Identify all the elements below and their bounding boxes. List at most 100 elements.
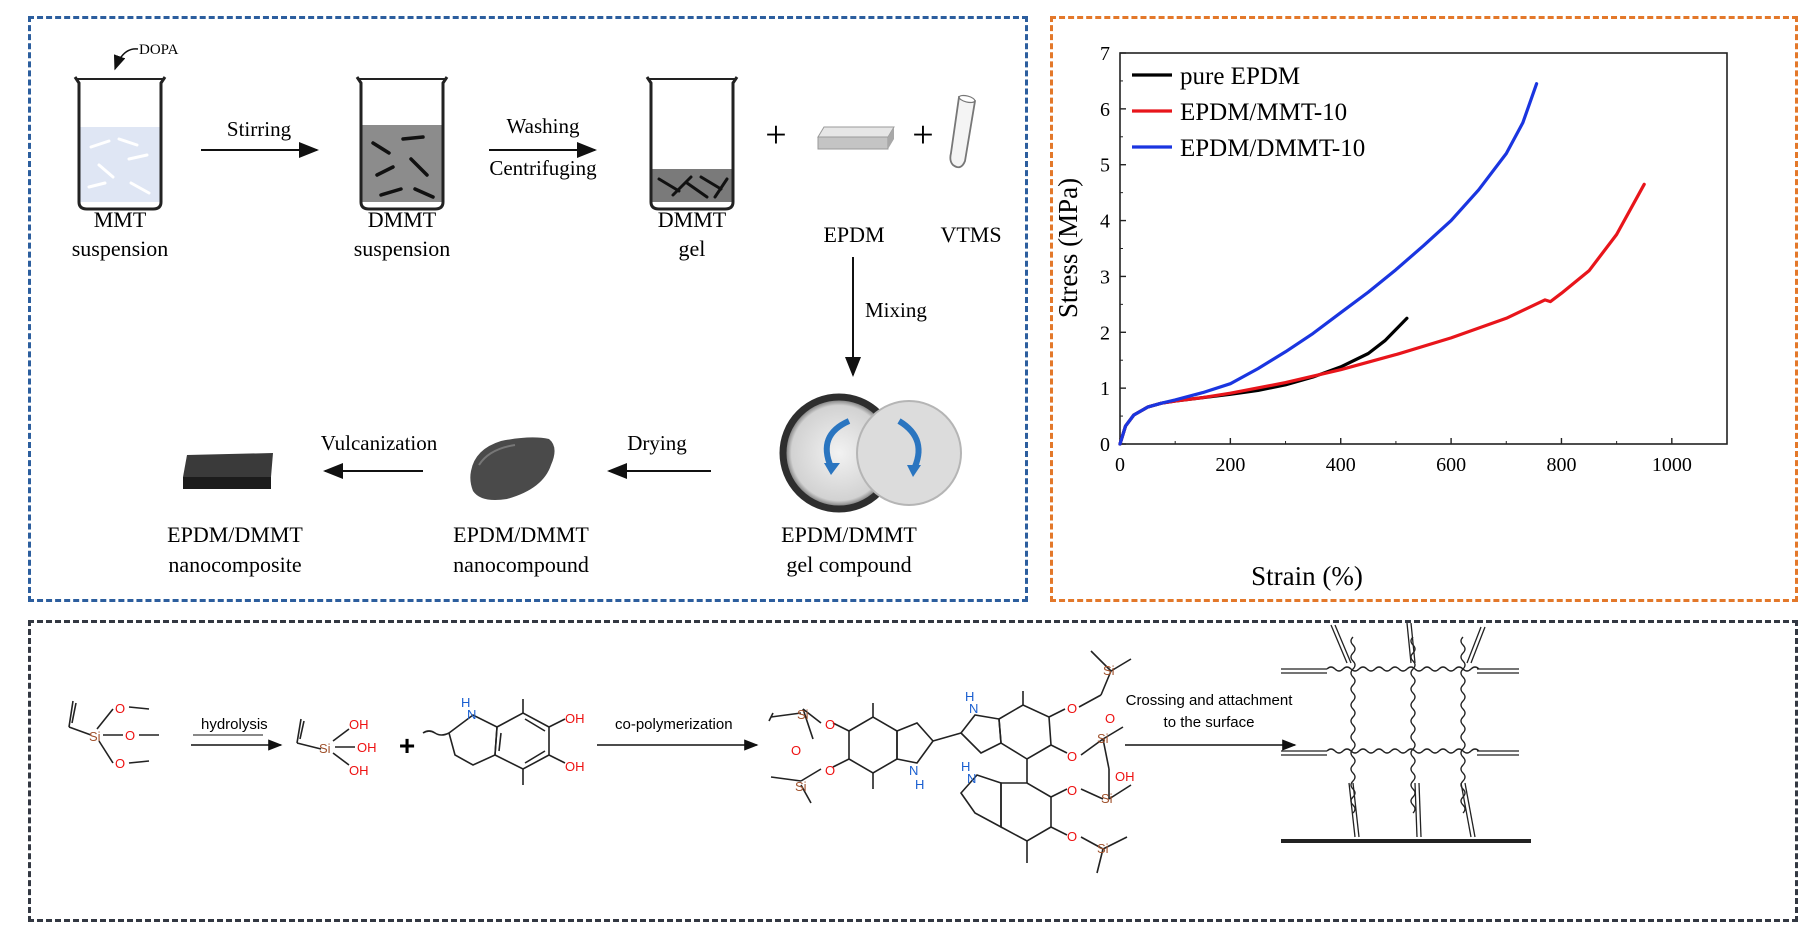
mixing-label: Mixing xyxy=(865,298,927,322)
legend-label: EPDM/MMT-10 xyxy=(1180,99,1347,126)
stirring-label: Stirring xyxy=(227,117,292,141)
x-tick-label: 400 xyxy=(1326,454,1356,476)
chemistry-panel: Si O O O hydrolysis Si OH OH OH + N H xyxy=(28,620,1798,922)
y-tick-label: 3 xyxy=(1100,266,1110,288)
plus-sign: + xyxy=(912,114,933,156)
crosslinked-network-icon xyxy=(1281,623,1531,843)
dopa-pointer xyxy=(113,48,139,71)
vtms-molecule xyxy=(68,700,159,764)
chart-panel: 0 200 400 600 800 1000 0 1 2 3 4 5 6 7 pure EPDM EPDM/… xyxy=(1050,16,1798,602)
mmt-beaker-icon xyxy=(73,76,167,211)
nanocompound-label-line2: nanocompound xyxy=(453,552,589,577)
gel-compound-label-line2: gel compound xyxy=(786,552,911,577)
y-tick-label: 6 xyxy=(1100,99,1110,121)
x-tick-label: 200 xyxy=(1215,454,1245,476)
gel-label-line1: DMMT xyxy=(658,207,727,232)
si-atom: Si xyxy=(1097,731,1109,746)
y-tick-label: 4 xyxy=(1100,211,1110,233)
process-panel: DOPA MMT suspension Stirring xyxy=(28,16,1028,602)
copolymer-molecule xyxy=(768,650,1132,874)
y-tick-label: 1 xyxy=(1100,378,1110,400)
oh-group: OH xyxy=(565,759,585,774)
oh-group: OH xyxy=(1115,769,1135,784)
si-atom: Si xyxy=(319,741,331,756)
silanetriol-molecule xyxy=(296,718,355,766)
h-atom: H xyxy=(915,777,924,792)
nanocomposite-label-line1: EPDM/DMMT xyxy=(167,522,303,547)
o-atom: O xyxy=(825,763,835,778)
copolymerization-label: co-polymerization xyxy=(615,716,733,733)
y-tick-label: 0 xyxy=(1100,434,1110,456)
x-tick-label: 1000 xyxy=(1652,454,1692,476)
si-atom: Si xyxy=(797,707,809,722)
oh-group: OH xyxy=(565,711,585,726)
gel-label-line2: gel xyxy=(679,236,706,261)
o-atom: O xyxy=(1067,749,1077,764)
indole-molecule xyxy=(422,699,566,785)
oh-group: OH xyxy=(349,717,369,732)
mmt-label-line1: MMT xyxy=(94,207,147,232)
series-line xyxy=(1118,182,1646,446)
stress-strain-chart: 0 200 400 600 800 1000 0 1 2 3 4 5 6 7 pure EPDM EPDM/… xyxy=(1053,43,1728,591)
oh-group: OH xyxy=(357,740,377,755)
hydrolysis-label: hydrolysis xyxy=(201,716,268,733)
o-atom: O xyxy=(1105,711,1115,726)
mmt-label-line2: suspension xyxy=(72,236,169,261)
si-atom: Si xyxy=(1101,791,1113,806)
y-axis-label: Stress (MPa) xyxy=(1053,178,1083,318)
vtms-label: VTMS xyxy=(940,222,1001,247)
o-atom: O xyxy=(115,756,125,771)
vulcanization-label: Vulcanization xyxy=(321,431,438,455)
o-atom: O xyxy=(825,717,835,732)
nh-atom: N xyxy=(909,763,918,778)
plus-sign: + xyxy=(399,730,415,761)
gel-beaker-icon xyxy=(645,76,739,211)
x-axis-label: Strain (%) xyxy=(1251,561,1363,591)
h-atom: H xyxy=(961,759,970,774)
dopa-label: DOPA xyxy=(139,42,179,58)
nh-atom: N xyxy=(967,771,976,786)
vtms-tube-icon xyxy=(949,94,977,169)
o-atom: O xyxy=(791,743,801,758)
y-tick-label: 5 xyxy=(1100,155,1110,177)
y-tick-label: 2 xyxy=(1100,322,1110,344)
nh-atom: N xyxy=(969,701,978,716)
x-tick-label: 600 xyxy=(1436,454,1466,476)
gel-compound-label-line1: EPDM/DMMT xyxy=(781,522,917,547)
si-atom: Si xyxy=(89,729,101,744)
series-line xyxy=(1118,82,1539,446)
epdm-slab-icon xyxy=(817,126,895,150)
crosslink-label-line1: Crossing and attachment xyxy=(1126,692,1294,709)
process-diagram: DOPA MMT suspension Stirring xyxy=(72,42,1002,577)
legend-label: EPDM/DMMT-10 xyxy=(1180,135,1365,162)
nanocomposite-sheet-icon xyxy=(183,453,273,489)
dmmt-label-line1: DMMT xyxy=(368,207,437,232)
x-tick-label: 800 xyxy=(1546,454,1576,476)
h-atom: H xyxy=(461,695,470,710)
oh-group: OH xyxy=(349,763,369,778)
nh-atom: N xyxy=(467,707,476,722)
two-roll-mill-icon xyxy=(779,393,962,513)
si-atom: Si xyxy=(1103,663,1115,678)
dmmt-label-line2: suspension xyxy=(354,236,451,261)
washing-label: Washing xyxy=(507,114,580,138)
o-atom: O xyxy=(115,701,125,716)
nanocompound-label-line1: EPDM/DMMT xyxy=(453,522,589,547)
legend-label: pure EPDM xyxy=(1180,63,1300,90)
chemistry-scheme: Si O O O hydrolysis Si OH OH OH + N H xyxy=(68,623,1531,874)
crosslink-label-line2: to the surface xyxy=(1164,714,1255,731)
plus-sign: + xyxy=(765,114,786,156)
nanocompound-icon xyxy=(470,437,555,500)
o-atom: O xyxy=(1067,829,1077,844)
o-atom: O xyxy=(1067,701,1077,716)
o-atom: O xyxy=(1067,783,1077,798)
si-atom: Si xyxy=(1097,841,1109,856)
y-tick-label: 7 xyxy=(1100,43,1110,65)
epdm-label: EPDM xyxy=(823,222,884,247)
x-tick-label: 0 xyxy=(1115,454,1125,476)
series-line xyxy=(1118,316,1409,446)
drying-label: Drying xyxy=(627,431,687,455)
o-atom: O xyxy=(125,728,135,743)
centrifuging-label: Centrifuging xyxy=(489,156,597,180)
h-atom: H xyxy=(965,689,974,704)
